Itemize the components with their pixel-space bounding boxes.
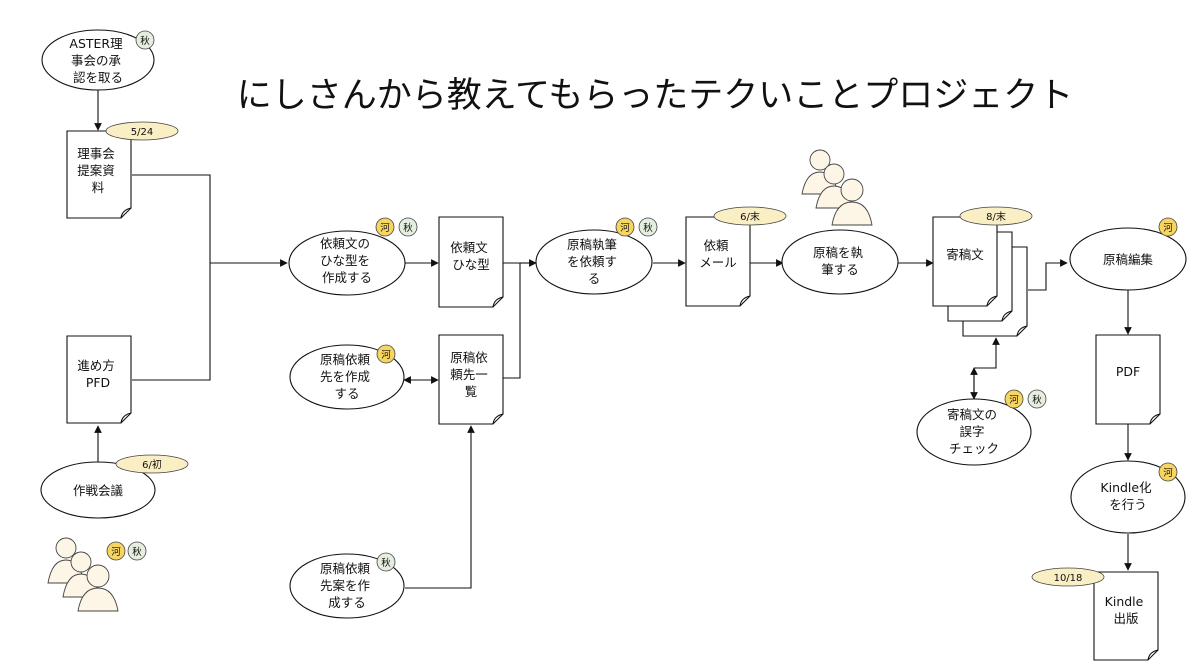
assignee-aki-tag: 秋: [376, 552, 396, 572]
svg-text:秋: 秋: [403, 222, 413, 234]
svg-text:依頼 メール: 依頼 メール: [699, 238, 737, 270]
svg-text:原稿依 頼先一 覧: 原稿依 頼先一 覧: [450, 350, 492, 399]
node-typo-check: 寄稿文の 誤字 チェック 河 秋: [916, 389, 1047, 466]
svg-text:依頼文の ひな型を 作成する: 依頼文の ひな型を 作成する: [320, 236, 374, 285]
svg-text:原稿を執 筆する: 原稿を執 筆する: [813, 245, 867, 277]
edge-check-to-contributions: [974, 337, 1000, 369]
node-method-pfd: 進め方 PFD: [66, 335, 132, 424]
node-list-doc: 原稿依 頼先一 覧: [438, 334, 504, 425]
svg-text:河: 河: [380, 222, 390, 234]
svg-text:河: 河: [1163, 222, 1173, 234]
svg-text:寄稿文の 誤字 チェック: 寄稿文の 誤字 チェック: [947, 407, 1001, 456]
svg-text:秋: 秋: [132, 546, 142, 558]
edges: [94, 90, 1132, 589]
assignee-aki-tag: 秋: [638, 217, 658, 237]
due-date-badge: 6/末: [713, 206, 787, 226]
svg-text:10/18: 10/18: [1054, 573, 1083, 584]
node-kindle-publish: Kindle 出版 10/18: [1031, 567, 1159, 661]
assignee-aki-tag: 秋: [1027, 389, 1047, 409]
svg-text:寄稿文: 寄稿文: [946, 247, 984, 262]
assignee-aki-tag: 秋: [135, 30, 155, 50]
svg-text:河: 河: [1009, 394, 1019, 406]
svg-text:依頼文 ひな型: 依頼文 ひな型: [450, 240, 492, 272]
svg-text:進め方 PFD: 進め方 PFD: [77, 358, 119, 390]
assignee-kawa-tag: 河: [1158, 462, 1178, 482]
svg-text:秋: 秋: [643, 222, 653, 234]
svg-text:河: 河: [1163, 467, 1173, 479]
assignee-kawa-tag: 河: [106, 541, 126, 561]
node-contributions: 寄稿文 8/末: [932, 206, 1033, 337]
assignee-kawa-tag: 河: [1158, 217, 1178, 237]
svg-text:秋: 秋: [381, 557, 391, 569]
people-group-icon: [801, 149, 873, 226]
node-draft-list: 原稿依頼 先案を作 成する 秋: [289, 552, 405, 619]
node-pdf-doc: PDF: [1095, 334, 1161, 425]
edge-docs-merge: [132, 174, 211, 381]
node-aster-approval: ASTER理 事会の承 認を取る 秋: [41, 29, 155, 91]
node-make-template: 依頼文の ひな型を 作成する 河 秋: [288, 217, 418, 296]
svg-text:6/初: 6/初: [142, 458, 162, 471]
svg-text:Kindle 出版: Kindle 出版: [1105, 594, 1148, 626]
assignee-aki-tag: 秋: [127, 541, 147, 561]
node-board-material: 理事会 提案資 料 5/24: [66, 121, 179, 219]
assignee-kawa-tag: 河: [1004, 389, 1024, 409]
svg-text:Kindle化 を行う: Kindle化 を行う: [1100, 480, 1155, 512]
svg-text:原稿依頼 先案を作 成する: 原稿依頼 先案を作 成する: [320, 561, 374, 610]
assignee-aki-tag: 秋: [398, 217, 418, 237]
node-strategy-meeting: 作戦会議 6/初: [40, 454, 189, 519]
svg-text:ASTER理 事会の承 認を取る: ASTER理 事会の承 認を取る: [69, 36, 126, 85]
edge-contributions-to-edit: [1028, 259, 1068, 291]
assignee-kawa-tag: 河: [375, 217, 395, 237]
edge-draft-list-to-list: [405, 425, 475, 589]
due-date-badge: 6/初: [115, 454, 189, 474]
node-template-doc: 依頼文 ひな型: [438, 216, 504, 308]
svg-text:原稿編集: 原稿編集: [1103, 252, 1154, 267]
node-kindle-convert: Kindle化 を行う 河: [1070, 460, 1186, 534]
svg-text:河: 河: [381, 349, 391, 361]
svg-text:5/24: 5/24: [131, 127, 153, 138]
svg-text:秋: 秋: [140, 35, 150, 47]
due-date-badge: 5/24: [105, 121, 179, 141]
svg-text:作戦会議: 作戦会議: [73, 483, 124, 498]
node-write-manuscript: 原稿を執 筆する: [781, 229, 899, 295]
node-edit-manuscript: 原稿編集 河: [1069, 217, 1187, 291]
svg-text:秋: 秋: [1032, 394, 1042, 406]
svg-text:原稿執筆 を依頼す る: 原稿執筆 を依頼す る: [567, 237, 621, 286]
svg-text:原稿依頼 先を作成 する: 原稿依頼 先を作成 する: [320, 352, 374, 401]
svg-text:6/末: 6/末: [740, 210, 760, 223]
diagram-title: にしさんから教えてもらったテクいことプロジェクト: [237, 76, 1074, 116]
edge-template-list-merge: [503, 262, 521, 379]
svg-text:理事会 提案資 料: 理事会 提案資 料: [77, 146, 119, 195]
svg-text:河: 河: [111, 546, 121, 558]
svg-text:河: 河: [620, 222, 630, 234]
node-make-list: 原稿依頼 先を作成 する 河: [289, 344, 405, 410]
people-group-icon: 河 秋: [47, 537, 147, 612]
node-request-mail: 依頼 メール 6/末: [685, 206, 787, 307]
assignee-kawa-tag: 河: [615, 217, 635, 237]
assignee-kawa-tag: 河: [376, 344, 396, 364]
svg-text:8/末: 8/末: [986, 210, 1006, 223]
due-date-badge: 10/18: [1031, 567, 1105, 587]
svg-text:PDF: PDF: [1116, 364, 1140, 379]
node-request-writing: 原稿執筆 を依頼す る 河 秋: [535, 217, 658, 295]
due-date-badge: 8/末: [959, 206, 1033, 226]
